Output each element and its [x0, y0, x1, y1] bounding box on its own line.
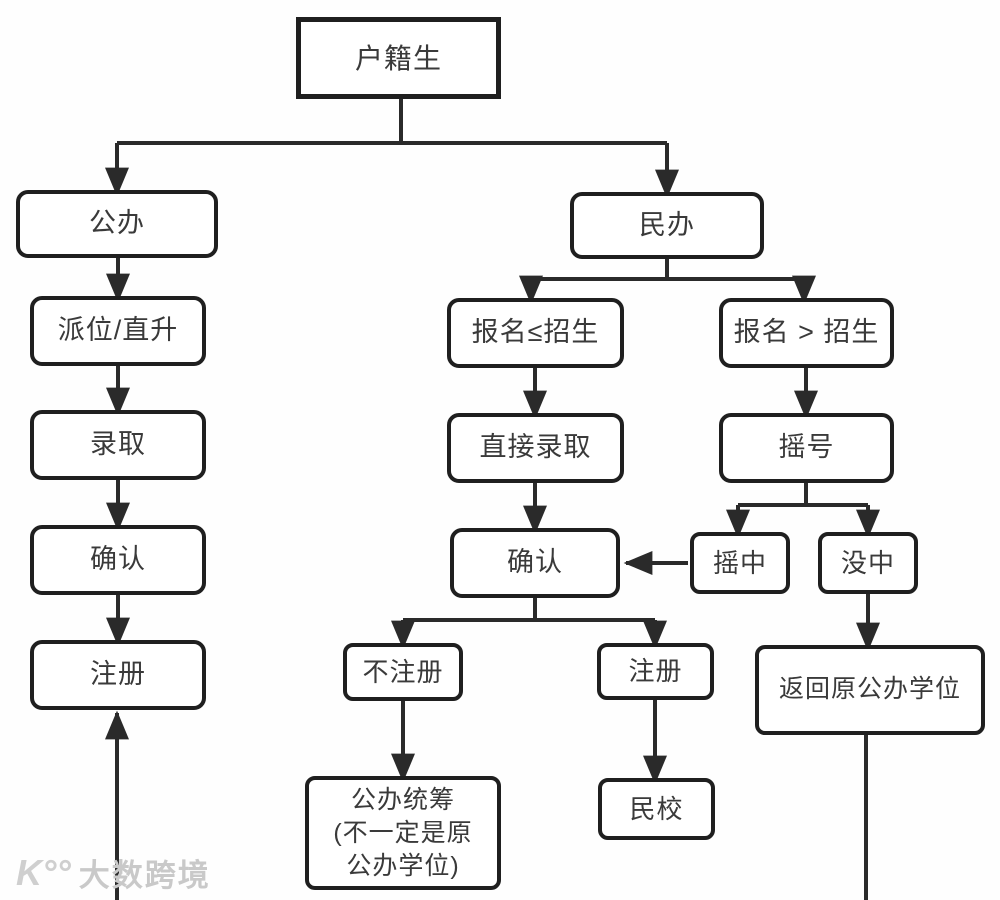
node-zhuce-left: 注册 [30, 640, 206, 710]
node-gongban: 公办 [16, 190, 218, 258]
node-label: 摇号 [778, 432, 835, 463]
watermark-brand-text: 大数跨境 [78, 858, 211, 893]
node-luqu: 录取 [30, 410, 206, 480]
node-fanhui-gongban-xuewei: 返回原公办学位 [755, 645, 985, 735]
node-minban: 民办 [570, 192, 764, 259]
watermark-logo-icon: K°° [16, 851, 71, 893]
node-baoming-gt-zhaosheng: 报名 > 招生 [719, 298, 894, 368]
node-label: 报名≤招生 [471, 317, 600, 348]
node-meizhong: 没中 [818, 532, 918, 594]
node-yaohao: 摇号 [719, 413, 894, 483]
node-label: 录取 [90, 429, 146, 460]
node-label: 直接录取 [479, 432, 592, 463]
node-label: 没中 [840, 547, 895, 578]
node-label: 户籍生 [354, 42, 442, 74]
node-label: 注册 [90, 659, 146, 690]
node-label: 民校 [629, 793, 684, 824]
node-zhijie-luqu: 直接录取 [447, 413, 624, 483]
node-bu-zhuce: 不注册 [343, 643, 463, 701]
node-label: 不注册 [362, 656, 444, 687]
node-label: 公办 [89, 208, 145, 239]
node-label: 报名 > 招生 [733, 317, 880, 348]
node-label: 公办统筹 (不一定是原 公办学位) [333, 785, 473, 880]
node-zhuce-mid: 注册 [597, 643, 714, 700]
node-queren-mid: 确认 [450, 528, 620, 598]
node-label: 返回原公办学位 [778, 675, 961, 704]
node-label: 确认 [507, 547, 563, 578]
node-queren-left: 确认 [30, 525, 206, 595]
node-label: 民办 [639, 209, 695, 240]
node-yaozhong: 摇中 [690, 532, 790, 594]
node-minxiao: 民校 [598, 778, 715, 840]
node-label: 注册 [628, 656, 683, 687]
node-label: 派位/直升 [57, 315, 179, 346]
watermark: K°° 大数跨境 [16, 850, 211, 895]
node-label: 摇中 [712, 547, 767, 578]
node-huji-sheng: 户籍生 [296, 17, 501, 99]
node-baoming-le-zhaosheng: 报名≤招生 [447, 298, 624, 368]
node-label: 确认 [90, 544, 146, 575]
node-paiwei-zhisheng: 派位/直升 [30, 296, 206, 366]
node-gongban-tongchou: 公办统筹 (不一定是原 公办学位) [305, 776, 501, 890]
